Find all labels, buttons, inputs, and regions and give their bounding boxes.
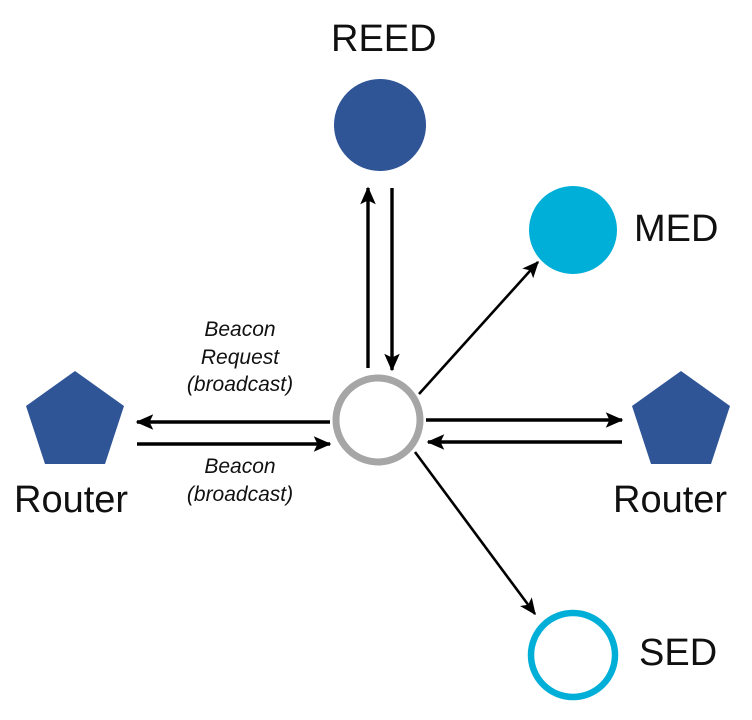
node-label-sed: SED [639, 632, 718, 674]
node-med[interactable] [529, 186, 617, 274]
node-center[interactable] [332, 374, 424, 466]
edge-label-beacon-request-line2: Request [200, 345, 280, 369]
edge-label-beacon-request: Beacon Request (broadcast) [151, 316, 329, 399]
node-sed[interactable] [527, 609, 619, 701]
edge-center-to-med [418, 261, 539, 395]
edge-label-beacon-request-line3: (broadcast) [186, 373, 294, 397]
node-label-router-right: Router [613, 479, 728, 521]
node-label-router-left: Router [14, 479, 129, 521]
node-reed[interactable] [334, 79, 426, 171]
edge-label-beacon: Beacon (broadcast) [151, 453, 329, 508]
edge-label-beacon-line2: (broadcast) [186, 482, 294, 506]
edge-center-to-sed [413, 451, 537, 616]
node-router-left[interactable] [26, 371, 124, 464]
node-label-reed: REED [331, 18, 437, 60]
edge-label-beacon-request-line1: Beacon [204, 318, 276, 341]
node-label-med: MED [634, 208, 719, 250]
edge-label-beacon-line1: Beacon [204, 455, 276, 478]
node-router-right[interactable] [632, 371, 730, 464]
